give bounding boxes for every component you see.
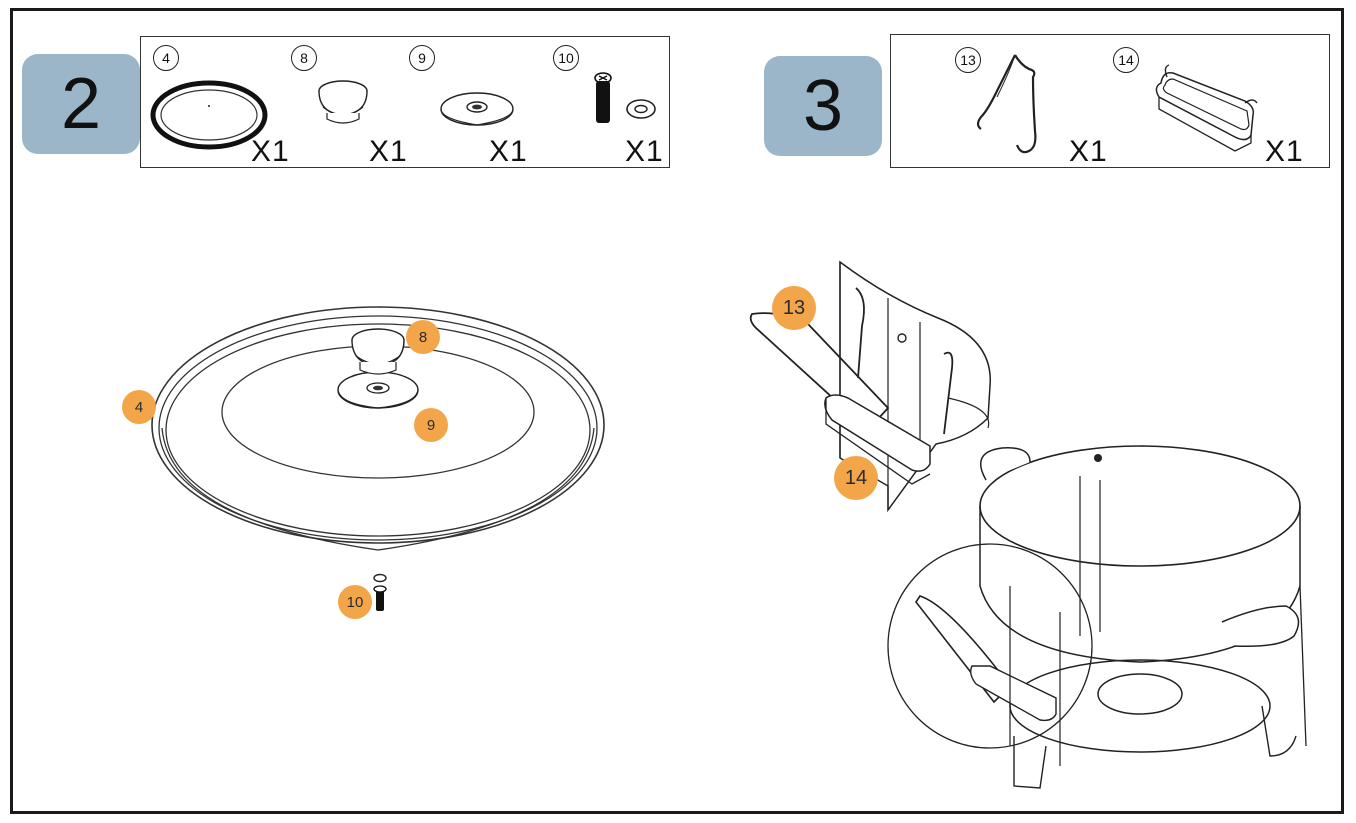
callout-13: 13 <box>772 286 816 330</box>
part-8-qty: X1 <box>369 135 408 168</box>
part-4-qty: X1 <box>251 135 290 168</box>
step-3-number: 3 <box>802 66 844 146</box>
step-2-parts-box: 4 X1 8 X1 9 X1 10 X1 <box>140 36 670 168</box>
part-14-number: 14 <box>1113 47 1139 73</box>
part-10-number: 10 <box>553 45 579 71</box>
part-13-qty: X1 <box>1069 135 1108 168</box>
callout-14: 14 <box>834 456 878 500</box>
part-14-tray-icon <box>1155 64 1258 152</box>
callout-10: 10 <box>338 585 372 619</box>
part-8-number: 8 <box>291 45 317 71</box>
step-3-badge: 3 <box>764 56 882 156</box>
step-3-parts-box: 13 X1 14 X1 <box>890 34 1330 168</box>
callout-9: 9 <box>414 408 448 442</box>
part-13-number: 13 <box>955 47 981 73</box>
part-9-qty: X1 <box>489 135 528 168</box>
part-4-number: 4 <box>153 45 179 71</box>
part-9-washer-icon <box>440 92 514 126</box>
part-10-screw-icon <box>594 72 656 123</box>
part-9-number: 9 <box>409 45 435 71</box>
part-13-hook-icon <box>976 54 1037 154</box>
part-14-qty: X1 <box>1265 135 1304 168</box>
step-2-number: 2 <box>60 64 102 144</box>
callout-4: 4 <box>122 390 156 424</box>
step-2-badge: 2 <box>22 54 140 154</box>
callout-8: 8 <box>406 320 440 354</box>
part-8-knob-icon <box>318 80 368 124</box>
part-4-ring-icon <box>150 80 268 150</box>
part-10-qty: X1 <box>625 135 664 168</box>
chafing-stand-diagram <box>887 445 1307 789</box>
bracket-detail-diagram <box>749 260 991 513</box>
lid-assembly-diagram <box>151 306 605 611</box>
